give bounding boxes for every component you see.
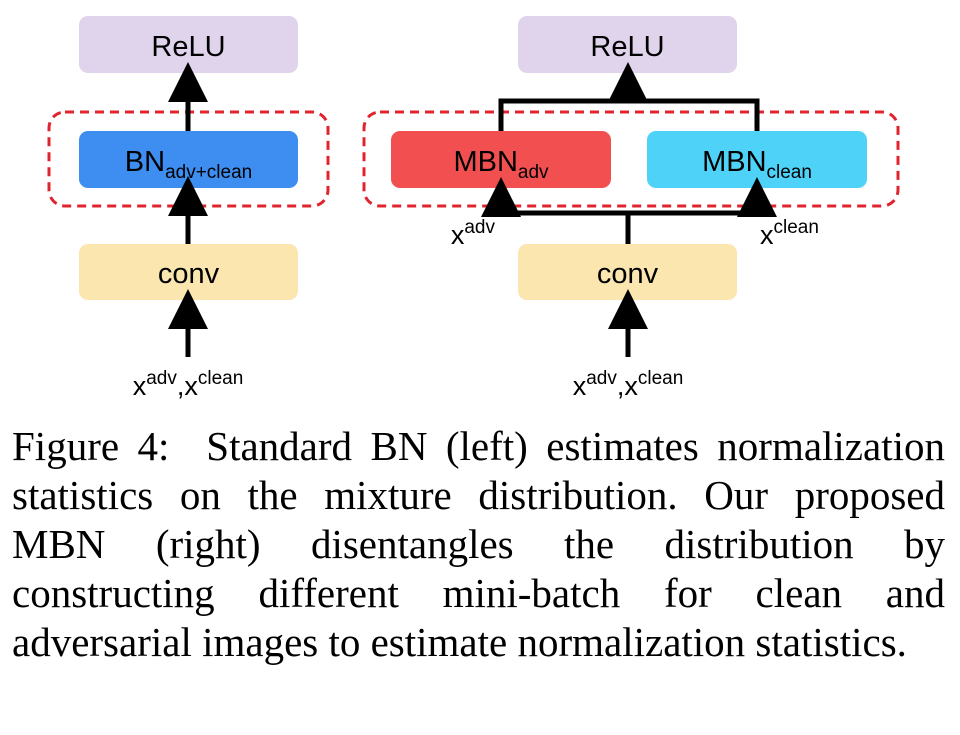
figure-label: Figure 4:: [12, 423, 170, 469]
right-conv-label: conv: [597, 258, 659, 290]
right-split-connector: [498, 206, 760, 216]
right-branch-clean-label: xclean: [760, 217, 819, 250]
right-branch-adv-label: xadv: [451, 217, 496, 250]
left-bn-box: [79, 131, 298, 188]
right-input-label: xadv,xclean: [573, 368, 684, 401]
right-mbn-adv-label: MBNadv: [453, 146, 549, 183]
right-conv-box: [518, 244, 737, 300]
right-mbn-adv-box: [391, 131, 611, 188]
caption-text: Standard BN (left) estimates normalizati…: [12, 423, 945, 665]
diagram: ReLU BNadv+clean conv xadv,xclean ReLU M…: [47, 16, 900, 401]
right-mbn-group-outline: [362, 110, 900, 208]
right-mbn-clean-label: MBNclean: [702, 146, 812, 183]
right-mbn-clean-box: [647, 131, 867, 188]
left-input-label: xadv,xclean: [133, 368, 244, 401]
left-relu-box: [79, 16, 298, 73]
figure-caption: Figure 4:Standard BN (left) estimates no…: [12, 422, 945, 667]
right-diagram: ReLU MBNadv MBNclean xadv xclean conv xa…: [362, 16, 900, 401]
left-conv-label: conv: [158, 258, 220, 290]
right-relu-box: [518, 16, 737, 73]
right-relu-label: ReLU: [590, 31, 664, 63]
left-diagram: ReLU BNadv+clean conv xadv,xclean: [47, 16, 330, 401]
left-bn-base: BN: [125, 146, 165, 178]
left-bn-subscript: adv+clean: [165, 162, 252, 183]
right-merge-connector: [498, 98, 760, 131]
left-conv-box: [79, 244, 298, 300]
left-relu-label: ReLU: [151, 31, 225, 63]
